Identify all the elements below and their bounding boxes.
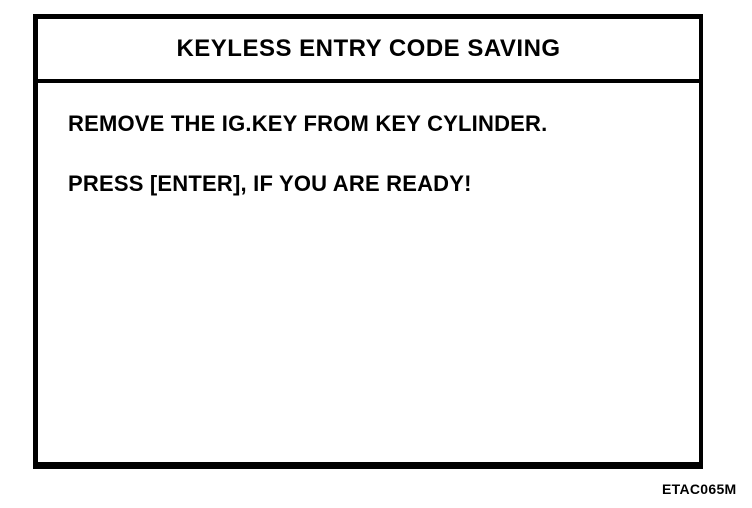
screen-body: REMOVE THE IG.KEY FROM KEY CYLINDER. PRE… bbox=[38, 83, 699, 198]
screen-header: KEYLESS ENTRY CODE SAVING bbox=[38, 19, 699, 83]
instruction-line-remove-key: REMOVE THE IG.KEY FROM KEY CYLINDER. bbox=[68, 111, 548, 136]
instruction-line-press-enter: PRESS [ENTER], IF YOU ARE READY! bbox=[68, 171, 472, 196]
scan-tool-screen: KEYLESS ENTRY CODE SAVING REMOVE THE IG.… bbox=[33, 14, 703, 469]
figure-code: ETAC065M bbox=[662, 481, 737, 497]
screen-title: KEYLESS ENTRY CODE SAVING bbox=[176, 35, 561, 62]
